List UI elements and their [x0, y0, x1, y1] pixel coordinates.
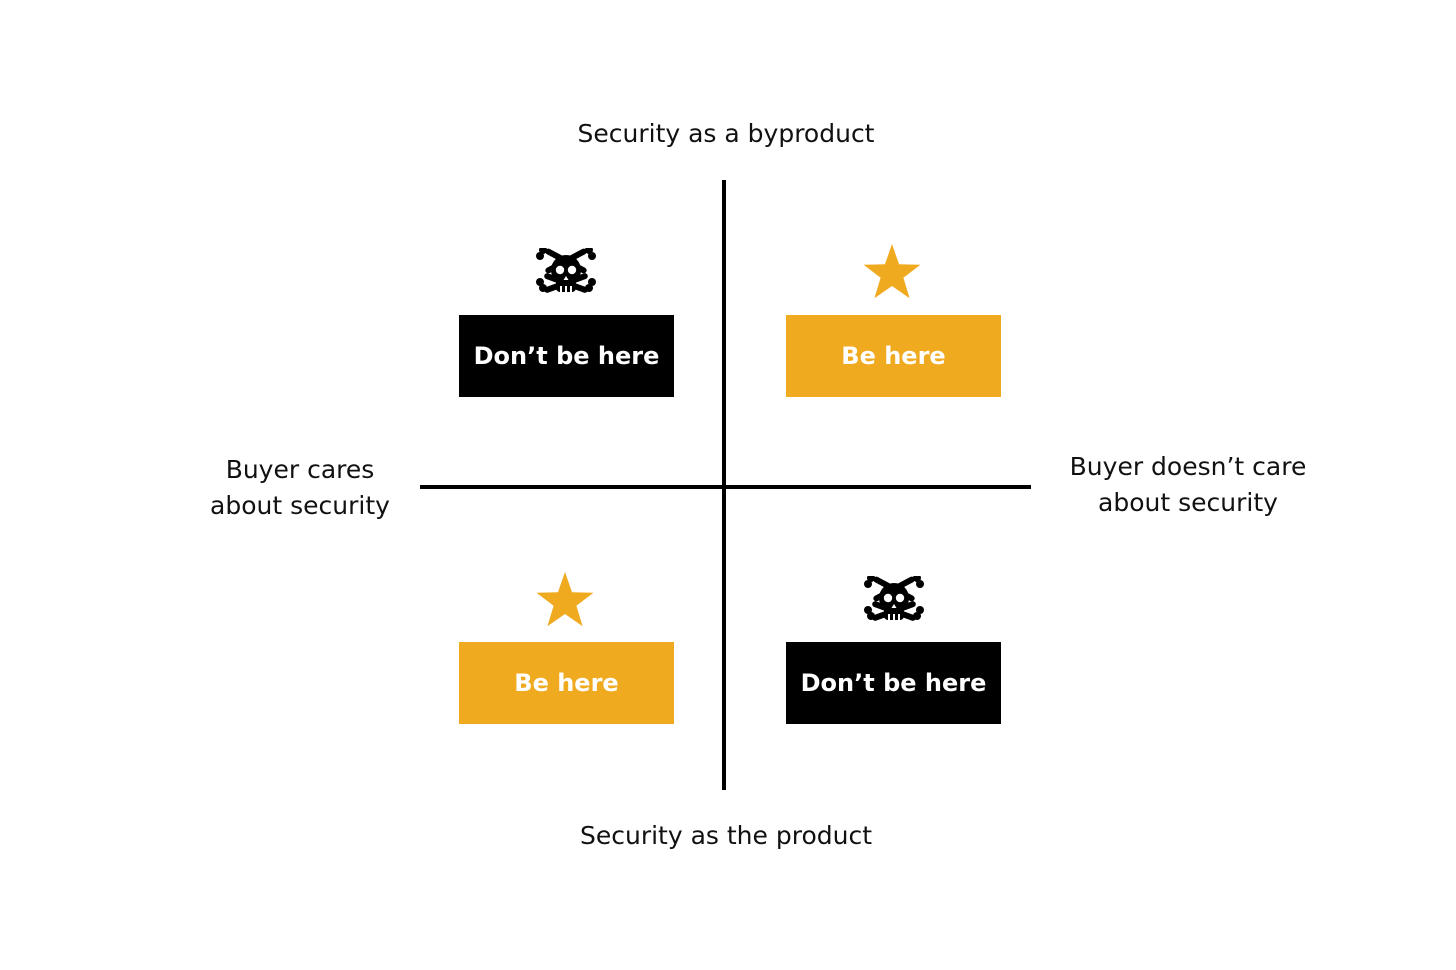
- axis-label-right-line-1: Buyer doesn’t care: [1069, 452, 1307, 481]
- skull-crossbones-icon: [864, 576, 924, 621]
- axis-label-right: Buyer doesn’t care about security: [1038, 449, 1338, 521]
- quadrant-bottom-left-label: Be here: [514, 669, 619, 697]
- axis-label-left: Buyer cares about security: [180, 452, 420, 524]
- axis-label-left-line-1: Buyer cares: [225, 455, 375, 484]
- quadrant-bottom-right-label: Don’t be here: [800, 669, 987, 697]
- quadrant-top-left-box: Don’t be here: [459, 315, 674, 397]
- axis-label-right-line-2: about security: [1098, 488, 1278, 517]
- quadrant-top-right-label: Be here: [841, 342, 946, 370]
- skull-crossbones-icon: [536, 248, 596, 293]
- axis-label-top: Security as a byproduct: [577, 119, 875, 148]
- quadrant-top-right-box: Be here: [786, 315, 1001, 397]
- axis-label-bottom: Security as the product: [579, 821, 873, 850]
- axis-label-left-line-2: about security: [210, 491, 390, 520]
- star-icon: [536, 572, 594, 627]
- quadrant-bottom-right-box: Don’t be here: [786, 642, 1001, 724]
- horizontal-axis: [420, 485, 1031, 489]
- quadrant-top-left-label: Don’t be here: [473, 342, 660, 370]
- quadrant-bottom-left-box: Be here: [459, 642, 674, 724]
- star-icon: [863, 244, 921, 299]
